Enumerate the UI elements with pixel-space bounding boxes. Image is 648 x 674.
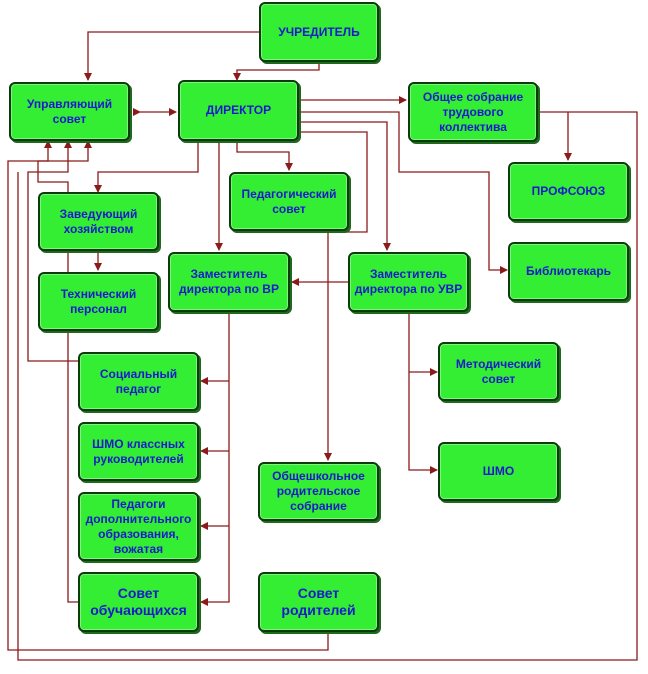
smo-box: ШМО <box>438 442 559 501</box>
founder-box: УЧРЕДИТЕЛЬ <box>259 2 379 62</box>
deputy-vr-box: Заместитель директора по ВР <box>168 252 290 312</box>
governing-council-label: Управляющий совет <box>26 96 113 126</box>
connector-social-pedagogue-governing-council <box>27 140 78 362</box>
librarian-box: Библиотекарь <box>508 242 629 301</box>
connector-director-deputy-uvr <box>299 121 391 251</box>
student-council-label: Совет обучающихся <box>90 585 187 618</box>
connector-founder-director <box>233 62 320 81</box>
deputy-uvr-label: Заместитель директора по УВР <box>354 267 463 296</box>
general-meeting-label: Общее собрание трудового коллектива <box>422 89 524 134</box>
head-of-maintenance-label: Заведующий хозяйством <box>59 206 138 236</box>
connector-director-pedagogical-council <box>233 135 293 171</box>
librarian-label: Библиотекарь <box>525 264 612 278</box>
trade-union-box: ПРОФСОЮЗ <box>508 162 629 221</box>
methodical-council-box: Методический совет <box>438 342 559 401</box>
class-teachers-smo-box: ШМО классных руководителей <box>78 422 199 481</box>
founder-label: УЧРЕДИТЕЛЬ <box>278 24 360 39</box>
connector-founder-governing-council <box>84 31 259 81</box>
connector-director-librarian <box>299 111 508 274</box>
social-pedagogue-box: Социальный педагог <box>78 352 199 411</box>
director-label: ДИРЕКТОР <box>205 103 272 117</box>
connector-director-school-parent-meeting <box>299 131 368 461</box>
head-of-maintenance-box: Заведующий хозяйством <box>38 192 159 251</box>
deputy-vr-label: Заместитель директора по ВР <box>179 267 279 296</box>
pedagogical-council-label: Педагогический совет <box>241 186 337 216</box>
technical-staff-box: Технический персонал <box>38 272 159 331</box>
parent-council-box: Совет родителей <box>258 572 379 632</box>
methodical-council-label: Методический совет <box>455 356 542 386</box>
general-meeting-box: Общее собрание трудового коллектива <box>408 82 538 142</box>
school-parent-meeting-label: Общешкольное родительское собрание <box>272 469 365 513</box>
additional-education-teachers-box: Педагоги дополнительного образования, во… <box>78 492 199 561</box>
connector-student-council-governing-council <box>37 140 92 603</box>
connector-parent-council-governing-council <box>7 140 329 651</box>
deputy-uvr-box: Заместитель директора по УВР <box>348 252 469 312</box>
social-pedagogue-label: Социальный педагог <box>99 366 178 396</box>
governing-council-box: Управляющий совет <box>9 82 130 141</box>
connector-deputy-uvr-smo <box>408 312 438 474</box>
pedagogical-council-box: Педагогический совет <box>229 172 349 231</box>
class-teachers-smo-label: ШМО классных руководителей <box>92 436 185 466</box>
school-parent-meeting-box: Общешкольное родительское собрание <box>258 462 379 521</box>
connector-general-meeting-outer-loop <box>17 111 638 661</box>
connector-deputy-vr-student-council <box>200 312 230 606</box>
smo-label: ШМО <box>482 464 515 478</box>
trade-union-label: ПРОФСОЮЗ <box>531 184 606 198</box>
additional-education-teachers-label: Педагоги дополнительного образования, во… <box>85 496 192 556</box>
technical-staff-label: Технический персонал <box>60 286 137 316</box>
connector-director-head-of-maintenance <box>94 142 199 193</box>
parent-council-label: Совет родителей <box>281 585 356 618</box>
director-box: ДИРЕКТОР <box>178 80 299 141</box>
student-council-box: Совет обучающихся <box>78 572 199 632</box>
